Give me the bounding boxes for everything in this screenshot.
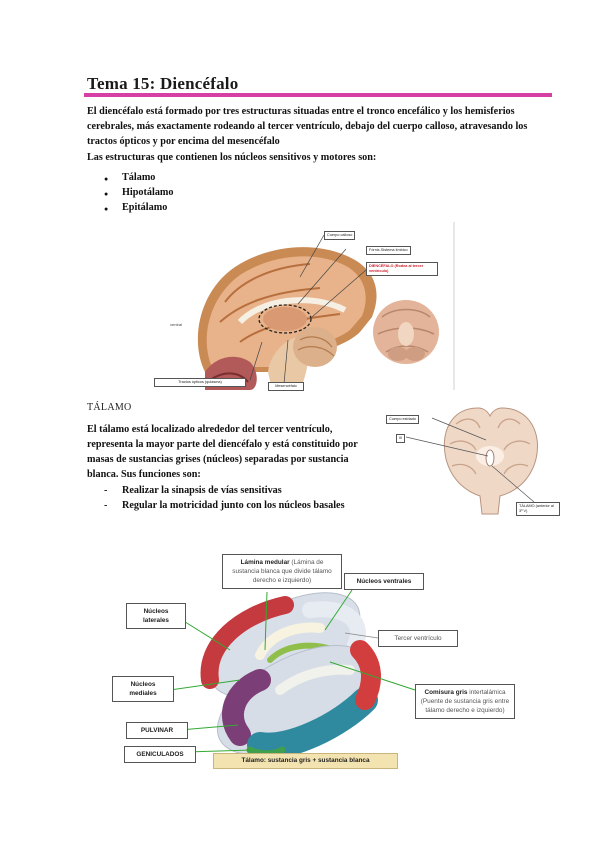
label-talamo-anterior: TÁLAMO (anterior al 3º V) — [516, 502, 560, 516]
label-comisura-gris: Comisura gris intertalámica (Puente de s… — [415, 684, 515, 719]
label-tractos-opticos: Tractos ópticos (quiasma) — [154, 378, 246, 387]
coronal-section-figure: Cuerpo estriado III TÁLAMO (anterior al … — [380, 404, 560, 516]
title-underline — [84, 93, 552, 97]
thalamus-paragraph: El tálamo está localizado alrededor del … — [87, 424, 358, 480]
structures-lead: Las estructuras que contienen los núcleo… — [87, 152, 377, 163]
label-pulvinar: PULVINAR — [126, 722, 188, 739]
label-ventral: ventral — [170, 322, 183, 327]
label-nucleos-ventrales: Núcleos ventrales — [344, 573, 424, 590]
list-item: Tálamo — [104, 172, 174, 187]
thalamus-heading: TÁLAMO — [87, 402, 132, 413]
label-nucleos-mediales: Núcleos mediales — [112, 676, 174, 702]
coronal-brain-illustration — [405, 407, 538, 515]
list-item: Epitálamo — [104, 202, 174, 217]
page-title: Tema 15: Diencéfalo — [87, 74, 239, 93]
label-nucleos-laterales: Núcleos laterales — [126, 603, 186, 629]
list-item: Regular la motricidad junto con los núcl… — [104, 500, 345, 515]
label-cuerpo-calloso: Cuerpo calloso — [324, 231, 356, 240]
label-fornix: Fórnix-Sistema límbico — [366, 246, 411, 255]
thalamus-figure-caption: Tálamo: sustancia gris + sustancia blanc… — [213, 753, 398, 769]
label-cuerpo-estriado: Cuerpo estriado — [386, 415, 420, 424]
label-geniculados: GENICULADOS — [124, 746, 196, 763]
structures-list: Tálamo Hipotálamo Epitálamo — [104, 172, 174, 217]
thalamus-3d-figure — [110, 550, 510, 770]
thalamus-functions-list: Realizar la sinapsis de vías sensitivas … — [104, 485, 345, 515]
label-iii: III — [396, 434, 406, 443]
label-lamina-medular: Lámina medular (Lámina de sustancia blan… — [222, 554, 342, 589]
label-diencefalo: DIENCÉFALO (Rodea al tercer ventrículo) — [366, 262, 438, 276]
intro-paragraph: El diencéfalo está formado por tres estr… — [87, 106, 528, 147]
sagittal-brain-figure: Cuerpo calloso Fórnix-Sistema límbico DI… — [150, 222, 456, 391]
label-mesencefalo: Mesencéfalo — [268, 382, 304, 391]
thalamus-illustration — [169, 589, 416, 759]
label-tercer-ventriculo: Tercer ventrículo — [378, 630, 458, 647]
list-item: Hipotálamo — [104, 187, 174, 202]
list-item: Realizar la sinapsis de vías sensitivas — [104, 485, 345, 500]
